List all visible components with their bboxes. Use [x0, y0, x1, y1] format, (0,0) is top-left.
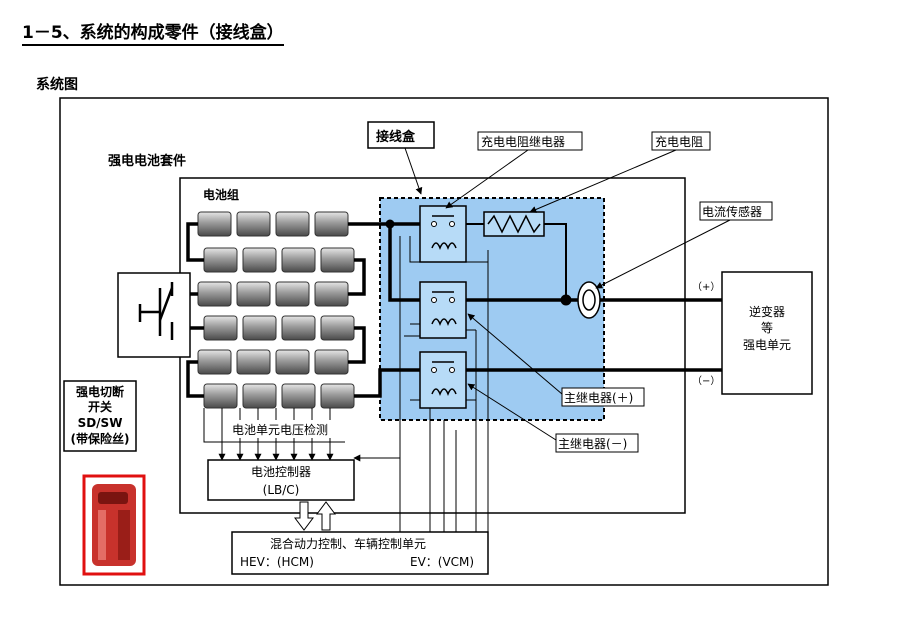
junction-box-label-box	[367, 121, 435, 149]
vehicle-control-hev: HEV：(HCM)	[240, 555, 314, 569]
voltage-detect-label: 电池单元电压检测	[232, 422, 328, 437]
minus-terminal-label: （−）	[692, 375, 720, 387]
main-relay-plus-label-box	[561, 387, 645, 407]
bus-junction-dot	[385, 219, 395, 229]
plus-terminal-label: （+）	[692, 281, 720, 293]
junction-signal-wiring	[399, 236, 489, 540]
junction-box-pointer	[404, 147, 423, 195]
charge-relay-pointer	[445, 149, 529, 209]
cell-row-6	[203, 383, 355, 409]
battery-kit-label: 强电电池套件	[108, 153, 186, 169]
cell-row-2	[203, 247, 355, 273]
page-title: 1－5、系统的构成零件（接线盒）	[22, 18, 284, 46]
voltage-detect-label-box	[230, 420, 348, 438]
current-sensor-pointer	[595, 219, 731, 289]
main-relay-plus-pointer	[467, 313, 563, 395]
main-relay-minus-label-box	[555, 433, 639, 453]
sd-switch-symbol	[138, 282, 174, 340]
diagram-subtitle: 系统图	[36, 77, 78, 93]
sd-switch-box	[117, 272, 191, 358]
inverter-line3: 强电单元	[743, 338, 791, 352]
charge-relay-label: 充电电阻继电器	[481, 134, 565, 149]
cell-connections	[186, 222, 390, 398]
charge-resistor	[483, 211, 545, 237]
battery-controller-line2: (LB/C)	[263, 483, 300, 497]
main-bus-wiring	[364, 222, 722, 398]
inverter-line1: 逆变器	[749, 304, 785, 319]
sd-switch-line4: (带保险丝)	[71, 431, 130, 446]
vehicle-control-box	[231, 531, 489, 575]
charge-relay-label-box	[477, 131, 583, 151]
battery-cells	[197, 211, 355, 409]
battery-controller-line1: 电池控制器	[251, 465, 311, 479]
bus-junction-dot	[560, 294, 572, 306]
charge-resistor-relay	[419, 205, 467, 263]
sd-switch-line3: SD/SW	[78, 416, 123, 430]
charge-resistor-pointer	[529, 149, 677, 213]
main-relay-minus	[419, 351, 467, 409]
sd-switch-label-box	[63, 380, 137, 452]
current-sensor-label: 电流传感器	[702, 204, 762, 219]
current-sensor	[577, 281, 601, 319]
vehicle-control-line1: 混合动力控制、车辆控制单元	[270, 536, 426, 551]
charge-resistor-label: 充电电阻	[655, 134, 703, 149]
junction-box-label: 接线盒	[376, 129, 416, 145]
sd-switch-line2: 开关	[88, 399, 112, 414]
inverter-box	[721, 271, 813, 395]
cell-row-4	[203, 315, 355, 341]
cell-row-1	[197, 211, 349, 237]
current-sensor-label-box	[699, 201, 773, 221]
communication-arrows	[294, 501, 336, 531]
battery-pack-label: 电池组	[203, 187, 239, 202]
main-relay-plus	[419, 281, 467, 339]
cell-row-5	[197, 349, 349, 375]
battery-controller-box	[207, 459, 355, 501]
cell-row-3	[197, 281, 349, 307]
main-relay-minus-label: 主继电器(－)	[558, 437, 627, 451]
inverter-line2: 等	[761, 321, 773, 335]
sd-switch-photo	[82, 474, 146, 576]
main-relay-plus-label: 主继电器(＋)	[564, 391, 633, 405]
charge-resistor-label-box	[651, 131, 711, 151]
main-relay-minus-pointer	[467, 383, 557, 441]
sd-switch-line1: 强电切断	[76, 384, 124, 399]
outer-frame	[59, 97, 829, 586]
vehicle-control-ev: EV：(VCM)	[410, 555, 474, 569]
